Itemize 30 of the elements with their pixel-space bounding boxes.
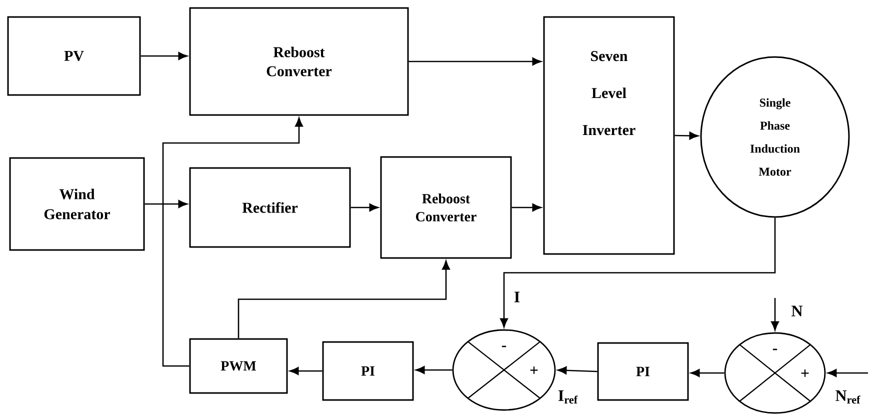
block-box: Wind Generator [9, 157, 145, 251]
arrow [828, 369, 868, 377]
block-box: PV [7, 16, 141, 96]
arrow [140, 52, 188, 60]
arrow [500, 218, 776, 328]
arrow [350, 204, 378, 212]
arrow [162, 118, 303, 367]
arrow [771, 298, 779, 330]
signal-label: I [512, 290, 522, 304]
block-box: Seven Level Inverter [543, 16, 675, 255]
block-box: Reboost Converter [380, 156, 512, 259]
summing-junction: - + [724, 332, 826, 414]
signal-label: N$_{ref}$ [834, 389, 862, 405]
arrow [558, 366, 598, 374]
arrow [690, 369, 724, 377]
arrow [144, 200, 188, 208]
block-box: Reboost Converter [189, 7, 409, 116]
arrow [290, 367, 322, 375]
block-box: Rectifier [189, 167, 351, 248]
summing-junction: - + [452, 329, 556, 411]
signal-label: I$_{ref}$ [556, 389, 580, 405]
arrow [416, 366, 452, 374]
arrow [512, 204, 542, 212]
arrow [408, 58, 542, 66]
block-box: PWM [189, 338, 288, 394]
block-box: PI [322, 341, 414, 401]
arrow [674, 132, 698, 140]
block-box: PI [597, 342, 689, 401]
arrow [238, 260, 450, 338]
signal-label: N [790, 304, 804, 318]
